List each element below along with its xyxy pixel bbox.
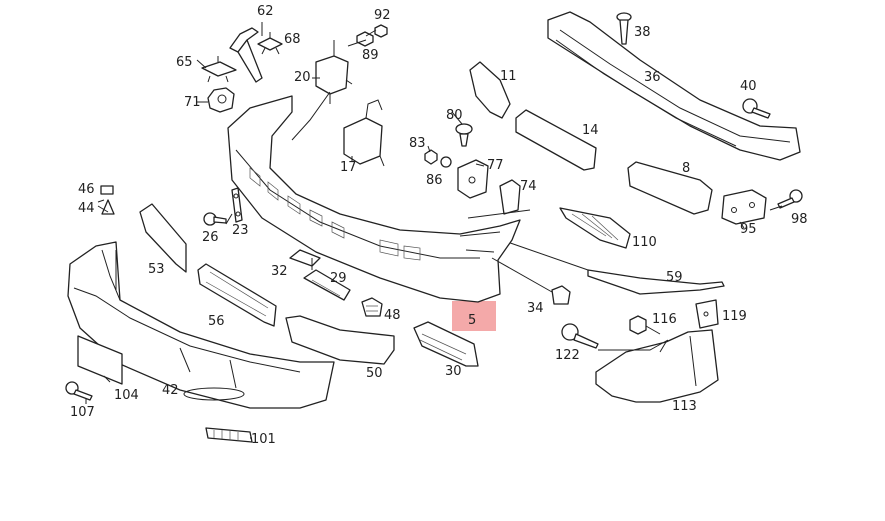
label-74[interactable]: 74 xyxy=(520,179,537,194)
label-95[interactable]: 95 xyxy=(740,222,757,237)
label-80[interactable]: 80 xyxy=(446,108,463,123)
part-113-end-cap[interactable] xyxy=(595,329,719,403)
part-83-nut[interactable] xyxy=(424,149,438,165)
label-34[interactable]: 34 xyxy=(527,301,544,316)
part-34-clip[interactable] xyxy=(551,285,571,305)
label-122[interactable]: 122 xyxy=(555,348,580,363)
part-23-bracket[interactable] xyxy=(231,187,243,223)
part-98-screw[interactable] xyxy=(777,189,803,209)
label-14[interactable]: 14 xyxy=(582,123,599,138)
label-86[interactable]: 86 xyxy=(426,173,443,188)
part-8-insert[interactable] xyxy=(627,161,713,215)
label-44[interactable]: 44 xyxy=(78,201,95,216)
label-29[interactable]: 29 xyxy=(330,271,347,286)
label-50[interactable]: 50 xyxy=(366,366,383,381)
label-36[interactable]: 36 xyxy=(644,70,661,85)
label-71[interactable]: 71 xyxy=(184,95,201,110)
part-40-screw[interactable] xyxy=(742,98,771,119)
label-20[interactable]: 20 xyxy=(294,70,311,85)
label-83[interactable]: 83 xyxy=(409,136,426,151)
label-68[interactable]: 68 xyxy=(284,32,301,47)
label-26[interactable]: 26 xyxy=(202,230,219,245)
label-46[interactable]: 46 xyxy=(78,182,95,197)
part-38-pin[interactable] xyxy=(616,12,632,45)
label-101[interactable]: 101 xyxy=(251,432,276,447)
label-119[interactable]: 119 xyxy=(722,309,747,324)
part-5-bumper-cover[interactable] xyxy=(227,95,521,303)
label-92[interactable]: 92 xyxy=(374,8,391,23)
part-74-bracket[interactable] xyxy=(467,179,531,219)
label-62[interactable]: 62 xyxy=(257,4,274,19)
label-104[interactable]: 104 xyxy=(114,388,139,403)
part-56-insert[interactable] xyxy=(197,263,277,327)
label-110[interactable]: 110 xyxy=(632,235,657,250)
label-5[interactable]: 5 xyxy=(468,313,476,328)
part-53-trim-strip[interactable] xyxy=(139,203,187,273)
label-53[interactable]: 53 xyxy=(148,262,165,277)
label-42[interactable]: 42 xyxy=(162,383,179,398)
part-119-bracket[interactable] xyxy=(695,299,719,329)
label-17[interactable]: 17 xyxy=(340,160,357,175)
part-80-screw[interactable] xyxy=(455,123,473,147)
part-101-grille[interactable] xyxy=(205,427,253,443)
part-11-absorber[interactable] xyxy=(469,61,511,119)
label-65[interactable]: 65 xyxy=(176,55,193,70)
part-65-clip[interactable] xyxy=(201,56,237,83)
label-32[interactable]: 32 xyxy=(271,264,288,279)
part-68-clip[interactable] xyxy=(257,32,283,55)
label-59[interactable]: 59 xyxy=(666,270,683,285)
part-89-bolt[interactable] xyxy=(356,31,374,47)
part-labels: 62 92 38 68 89 65 20 11 36 40 71 80 14 8… xyxy=(70,4,808,447)
label-8[interactable]: 8 xyxy=(682,161,690,176)
part-86-washer[interactable] xyxy=(440,156,452,168)
part-107-screw[interactable] xyxy=(65,381,93,401)
part-104-license-plate[interactable] xyxy=(77,335,123,385)
part-48-clip[interactable] xyxy=(361,297,383,317)
part-30-bracket[interactable] xyxy=(413,321,479,367)
label-38[interactable]: 38 xyxy=(634,25,651,40)
label-113[interactable]: 113 xyxy=(672,399,697,414)
part-50-trim-strip[interactable] xyxy=(285,315,395,365)
part-116-nut[interactable] xyxy=(629,315,647,335)
label-56[interactable]: 56 xyxy=(208,314,225,329)
part-77-bracket[interactable] xyxy=(457,159,489,199)
label-48[interactable]: 48 xyxy=(384,308,401,323)
part-46-clip[interactable] xyxy=(100,185,114,195)
part-17-bracket[interactable] xyxy=(343,99,385,167)
part-26-screw[interactable] xyxy=(203,212,227,226)
part-5-highlight[interactable] xyxy=(452,301,496,331)
label-107[interactable]: 107 xyxy=(70,405,95,420)
part-110-grille[interactable] xyxy=(559,207,631,249)
part-36-bumper-beam[interactable] xyxy=(547,11,801,161)
label-23[interactable]: 23 xyxy=(232,223,249,238)
label-98[interactable]: 98 xyxy=(791,212,808,227)
part-20-bracket[interactable] xyxy=(315,40,353,104)
leader-lines xyxy=(85,22,783,439)
label-40[interactable]: 40 xyxy=(740,79,757,94)
part-95-plate[interactable] xyxy=(721,189,767,225)
part-62-trim-strip[interactable] xyxy=(229,27,263,83)
part-92-nut[interactable] xyxy=(374,24,388,38)
part-122-screw[interactable] xyxy=(561,323,599,349)
part-29-bracket[interactable] xyxy=(303,269,351,301)
label-89[interactable]: 89 xyxy=(362,48,379,63)
label-11[interactable]: 11 xyxy=(500,69,517,84)
part-59-trim-strip[interactable] xyxy=(587,269,725,295)
part-71-bracket[interactable] xyxy=(207,87,235,113)
part-14-absorber[interactable] xyxy=(515,109,597,171)
label-77[interactable]: 77 xyxy=(487,158,504,173)
label-30[interactable]: 30 xyxy=(445,364,462,379)
label-116[interactable]: 116 xyxy=(652,312,677,327)
